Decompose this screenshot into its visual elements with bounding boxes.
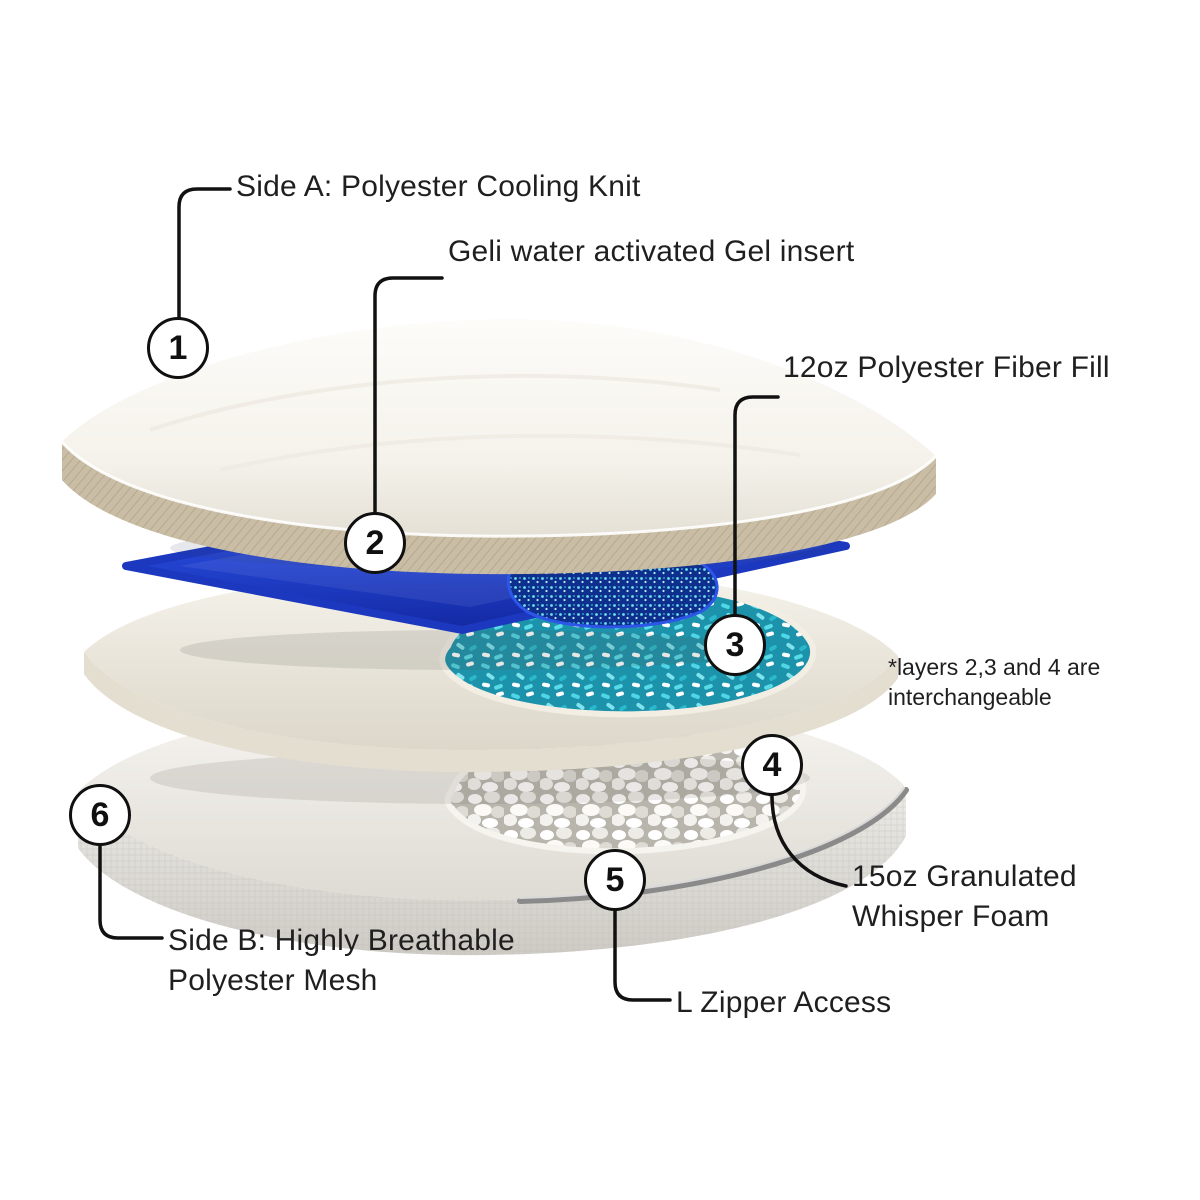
callout-1-badge: 1 (147, 317, 209, 379)
callout-1-label: Side A: Polyester Cooling Knit (236, 170, 641, 203)
callout-1-number: 1 (168, 328, 188, 367)
callout-connectors (98, 187, 848, 1002)
connector-2 (373, 276, 444, 514)
connector-4 (770, 794, 848, 888)
connector-1 (177, 187, 232, 319)
callout-2-label: Geli water activated Gel insert (448, 235, 855, 268)
connector-5 (613, 909, 672, 1002)
callout-4-number: 4 (762, 745, 782, 784)
callout-6-label: Side B: Highly Breathable Polyester Mesh (168, 924, 515, 997)
callout-6-number: 6 (90, 795, 110, 834)
interchangeable-note: *layers 2,3 and 4 are interchangeable (888, 654, 1101, 710)
gusset-band (62, 442, 936, 575)
layer-top-pillow (60, 319, 938, 575)
connector-3 (733, 395, 780, 616)
callout-6-badge: 6 (69, 784, 131, 846)
callout-3-number: 3 (725, 625, 745, 664)
connector-6 (98, 844, 164, 940)
callout-3-label: 12oz Polyester Fiber Fill (783, 351, 1110, 384)
callout-5-label: L Zipper Access (676, 986, 892, 1019)
callout-5-badge: 5 (584, 849, 646, 911)
callout-4-label: 15oz Granulated Whisper Foam (852, 860, 1077, 933)
callout-5-number: 5 (605, 860, 625, 899)
callout-4-badge: 4 (741, 734, 803, 796)
callout-2-number: 2 (365, 523, 385, 562)
callout-2-badge: 2 (344, 512, 406, 574)
callout-3-badge: 3 (704, 614, 766, 676)
